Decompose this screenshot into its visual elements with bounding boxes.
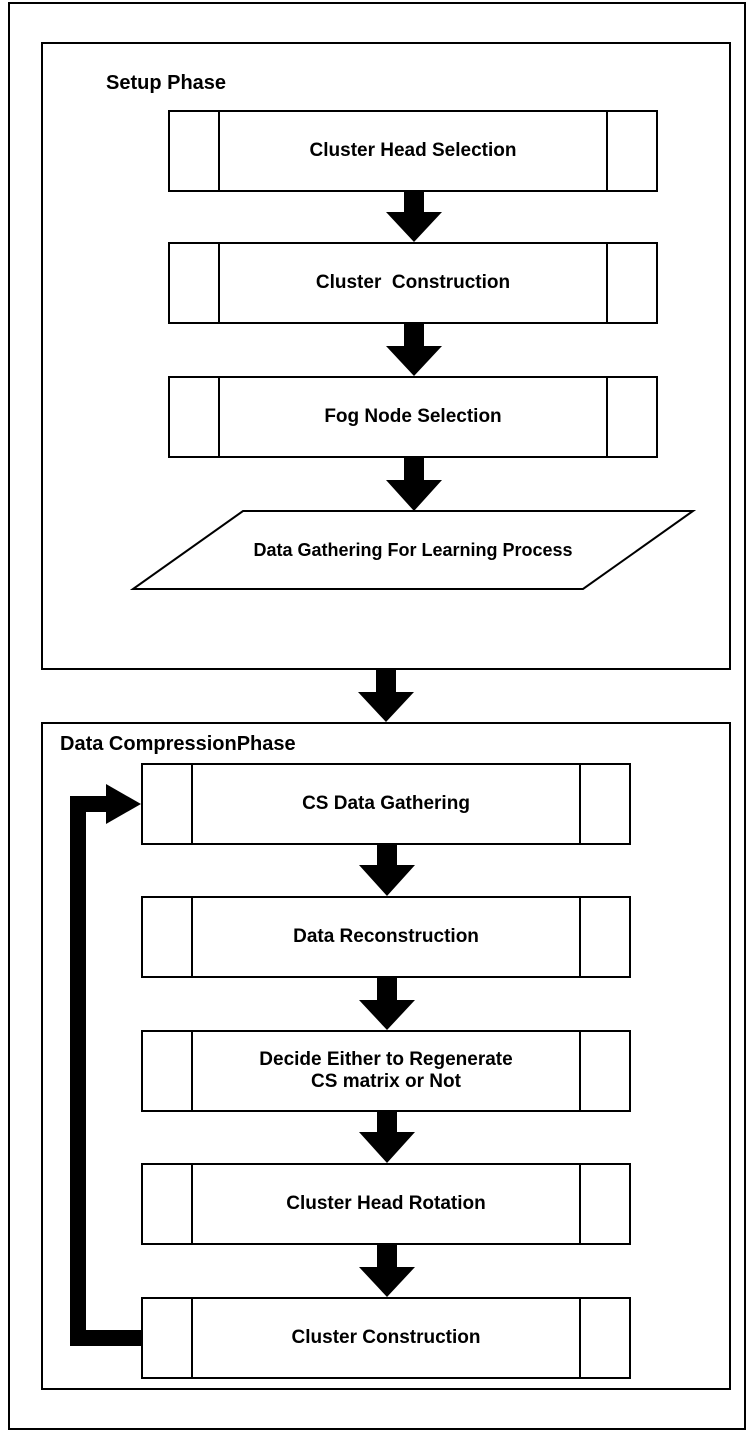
process-fog-node-selection: Fog Node Selection	[168, 376, 658, 458]
arrow-down-icon	[359, 845, 415, 896]
process-cluster-head-rotation: Cluster Head Rotation	[141, 1163, 631, 1245]
process-label: CS Data Gathering	[302, 793, 470, 815]
process-cluster-construction: Cluster Construction	[168, 242, 658, 324]
diagram-frame	[8, 2, 746, 1430]
arrow-down-icon	[386, 192, 442, 242]
process-label: Cluster Construction	[291, 1327, 481, 1349]
process-decide-regenerate: Decide Either to Regenerate CS matrix or…	[141, 1030, 631, 1112]
data-gathering-parallelogram	[129, 510, 697, 590]
process-data-reconstruction: Data Reconstruction	[141, 896, 631, 978]
process-cs-data-gathering: CS Data Gathering	[141, 763, 631, 845]
process-cluster-construction-2: Cluster Construction	[141, 1297, 631, 1379]
process-label: Cluster Head Rotation	[286, 1193, 486, 1215]
arrow-down-icon	[358, 670, 414, 722]
process-label: Data Reconstruction	[293, 926, 479, 948]
arrow-down-icon	[386, 458, 442, 511]
feedback-loop-arrow-icon	[70, 784, 141, 1346]
process-label: Decide Either to Regenerate CS matrix or…	[259, 1049, 513, 1092]
arrow-down-icon	[359, 1245, 415, 1297]
data-gathering-label: Data Gathering For Learning Process	[253, 540, 573, 560]
process-cluster-head-selection: Cluster Head Selection	[168, 110, 658, 192]
compression-phase-box	[41, 722, 731, 1390]
arrow-down-icon	[359, 1112, 415, 1163]
compression-phase-title: Data CompressionPhase	[60, 733, 296, 755]
setup-phase-box	[41, 42, 731, 670]
process-label: Fog Node Selection	[324, 406, 502, 428]
arrow-down-icon	[386, 324, 442, 376]
process-label: Cluster Head Selection	[309, 140, 517, 162]
process-label: Cluster Construction	[315, 272, 511, 294]
setup-phase-title: Setup Phase	[106, 72, 227, 94]
arrow-down-icon	[359, 978, 415, 1030]
